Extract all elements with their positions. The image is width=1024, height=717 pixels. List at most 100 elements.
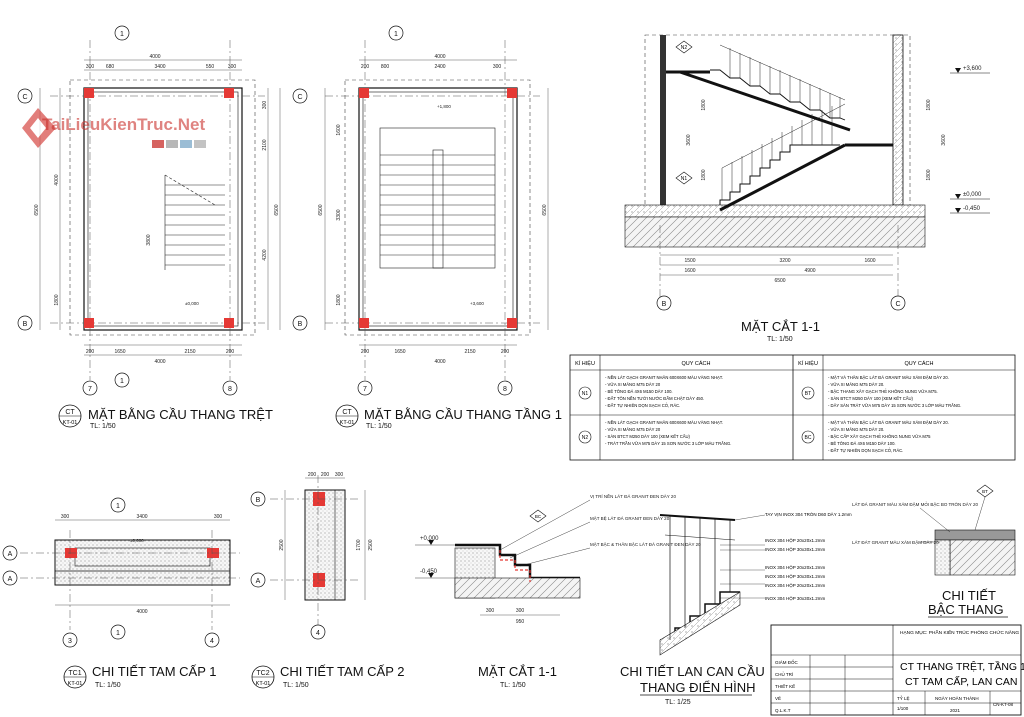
- dim-label: 1600: [684, 268, 695, 274]
- view-scale: TL: 1/50: [767, 336, 793, 343]
- dim-label: 1800: [926, 169, 932, 180]
- level-label: ±0,000: [185, 301, 199, 306]
- grid-label: 7: [363, 386, 367, 393]
- dim-label: 2500: [279, 539, 285, 550]
- legend-line: - ĐẤT TỰ NHIÊN DỌN SẠCH CỎ, RÁC.: [828, 448, 903, 453]
- role-label: THIẾT KẾ: [775, 683, 795, 689]
- dim-label: 3600: [686, 134, 692, 145]
- dim-label: 300: [214, 514, 223, 520]
- dim-label: 300: [516, 608, 525, 614]
- legend-symbol: N2: [582, 435, 589, 441]
- legend-header: KÍ HIỆU: [798, 359, 818, 367]
- project-name: HẠNG MỤC: PHẦN KIẾN TRÚC PHÒNG CHỨC NĂNG: [900, 629, 1019, 636]
- plan-first: [324, 40, 549, 380]
- title-block: [770, 624, 1022, 716]
- role-label: VẼ: [775, 695, 781, 701]
- dim-label: 300: [486, 608, 495, 614]
- tamcap1-plan: [20, 519, 240, 630]
- view-code-bubble: [58, 404, 82, 428]
- dim-label: 6500: [34, 204, 40, 215]
- material-marker: [675, 40, 693, 185]
- watermark-text: TaiLieuKienTruc.Net: [42, 115, 205, 134]
- dim-label: 1800: [701, 99, 707, 110]
- column-red: [84, 318, 94, 328]
- grid-label: B: [298, 321, 303, 328]
- legend-symbol: BC: [805, 435, 812, 441]
- note-label: MẶT BỆ LÁT ĐÁ GRANIT ĐEN DÀY 20: [590, 514, 670, 521]
- grid-label: B: [23, 321, 28, 328]
- grid-label: B: [256, 497, 261, 504]
- level-label: +1,800: [437, 104, 451, 109]
- view-title: MẶT BẰNG CẦU THANG TRỆT: [88, 407, 273, 422]
- legend-table: [569, 354, 1016, 461]
- level-label: ±0,000: [963, 192, 982, 198]
- dim-label: 1600: [864, 258, 875, 264]
- dim-label: 6500: [774, 278, 785, 284]
- dim-label: 1650: [394, 349, 405, 355]
- grid-label: C: [895, 301, 900, 308]
- view-title: CHI TIẾT TAM CẤP 1: [92, 664, 217, 679]
- dim-label: 300: [262, 101, 268, 110]
- level-label: +3,600: [963, 66, 982, 72]
- legend-line: - VỮA XI MĂNG M75 DÀY 20.: [828, 382, 884, 387]
- dim-label: 6500: [542, 204, 548, 215]
- view-scale: TL: 1/50: [366, 423, 392, 430]
- note-label: VỊ TRÍ NỀN LÁT ĐÁ GRANIT ĐEN DÀY 20: [590, 493, 676, 499]
- level-label: +0,000: [420, 536, 439, 542]
- level-label: +3,600: [470, 301, 484, 306]
- view-code: CT: [342, 409, 352, 416]
- dim-label: 200: [361, 349, 370, 355]
- sheet-number: CN-KT-08: [993, 702, 1014, 707]
- legend-symbol: BT: [805, 391, 811, 397]
- grid-bubble: [292, 25, 513, 396]
- grid-bubble: [656, 295, 906, 311]
- grid-label: 3: [68, 638, 72, 645]
- note-label: LÁT ĐÁT GRANIT MÀU XÁM ĐẬM DÀY 20: [852, 539, 939, 545]
- view-sheet: KT-01: [256, 681, 271, 687]
- note-label: INOX 304 HỘP 20x20x1.2mm: [765, 564, 825, 570]
- sheet-title: CT THANG TRỆT, TẦNG 1: [900, 660, 1024, 673]
- grid-label: A: [256, 578, 261, 585]
- dim-label: 3300: [336, 209, 342, 220]
- grid-label: 8: [228, 386, 232, 393]
- note-label: INOX 304 HỘP 30x30x1.2mm: [765, 595, 825, 601]
- legend-line: - ĐẤT TÔN NỀN TƯỚI NƯỚC ĐẦM CHẶT DÀY 450…: [605, 396, 704, 401]
- dim-label: 1500: [684, 258, 695, 264]
- view-scale: TL: 1/25: [665, 699, 691, 706]
- marker-label: BT: [982, 489, 988, 494]
- view-sheet: KT-01: [340, 420, 355, 426]
- scale-value: 1/100: [897, 706, 909, 711]
- railing-detail: [659, 514, 766, 656]
- dim-label: 2100: [262, 139, 268, 150]
- grid-label: 1: [116, 630, 120, 637]
- view-code-bubble: [63, 665, 87, 689]
- view-code-bubble: [251, 665, 275, 689]
- marker-label: BC: [535, 514, 542, 519]
- dim-label: 680: [106, 64, 115, 70]
- dim-label: 200: [86, 349, 95, 355]
- view-code-bubble: [335, 404, 359, 428]
- dim-label: 950: [516, 619, 525, 625]
- column-red: [224, 318, 234, 328]
- dim-label: 3600: [941, 134, 947, 145]
- note-label: INOX 304 HỘP 30x30x1.2mm: [765, 573, 825, 579]
- dim-label: 200: [308, 472, 317, 478]
- dim-label: 200: [321, 472, 330, 478]
- dim-label: 800: [381, 64, 390, 70]
- dim-label: 1800: [701, 169, 707, 180]
- dim-label: 2150: [464, 349, 475, 355]
- grid-label: 8: [503, 386, 507, 393]
- grid-label: 4: [316, 630, 320, 637]
- date-label: NGÀY HOÀN THÀNH: [935, 695, 979, 701]
- grid-label: 7: [88, 386, 92, 393]
- grid-label: 1: [394, 31, 398, 38]
- grid-bubble: [250, 491, 326, 640]
- legend-line: - VỮA XI MĂNG M75 DÀY 20: [605, 427, 661, 432]
- dim-label: 300: [228, 64, 237, 70]
- dim-label: 300: [86, 64, 95, 70]
- view-title: MẶT BẰNG CẦU THANG TẦNG 1: [364, 407, 562, 422]
- plan-ground: [39, 40, 281, 380]
- date-value: 2021: [950, 708, 961, 713]
- view-scale: TL: 1/50: [90, 423, 116, 430]
